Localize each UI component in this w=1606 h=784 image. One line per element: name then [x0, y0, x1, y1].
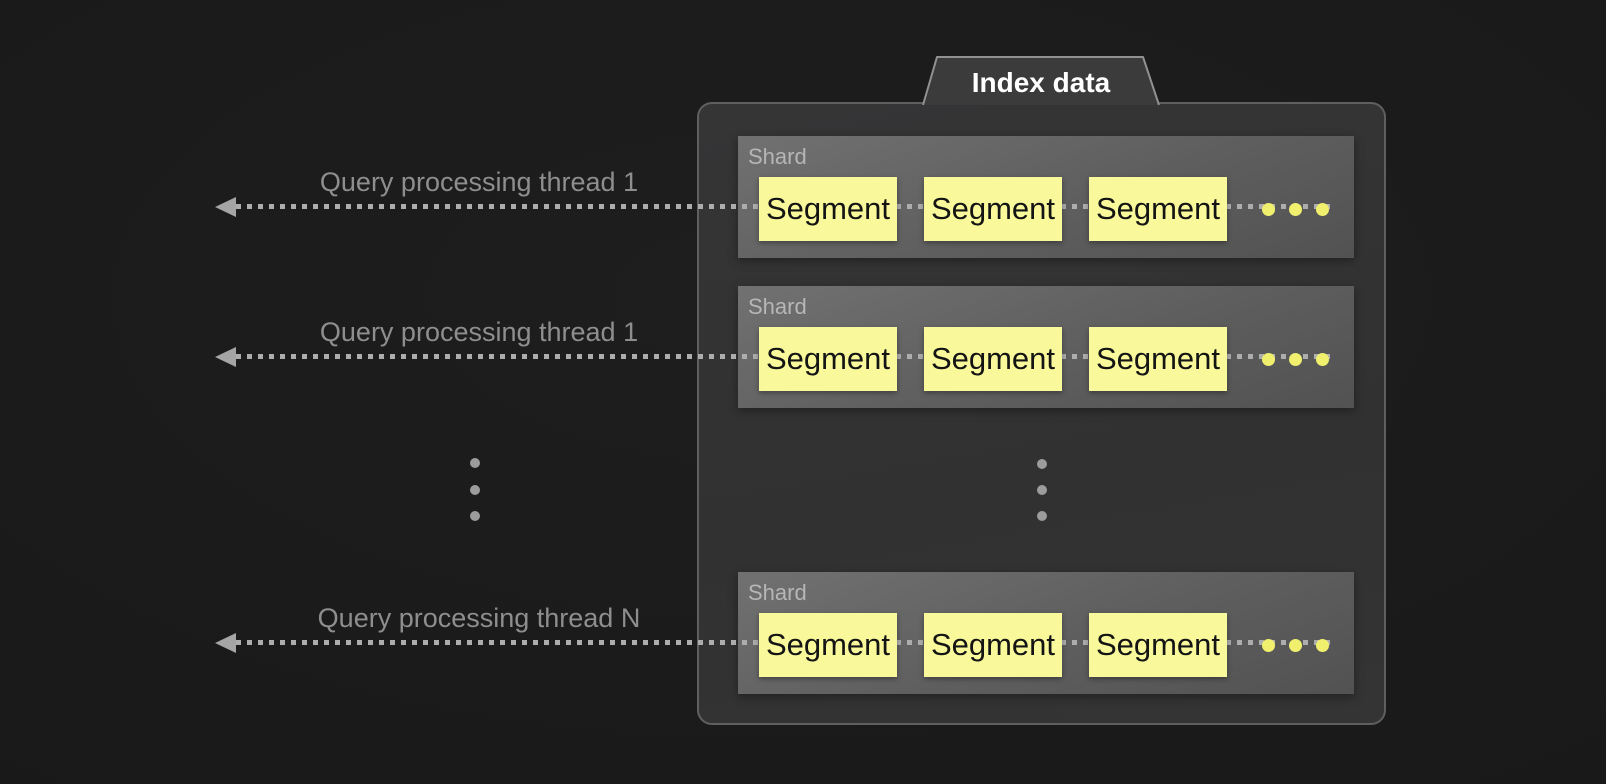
more-segments-dot-icon: [1289, 353, 1302, 366]
thread-label-1: Query processing thread 1: [319, 167, 639, 197]
more-segments-dot-icon: [1289, 639, 1302, 652]
shard-row-2: Shard Segment Segment Segment: [738, 286, 1354, 408]
more-segments-dot-icon: [1262, 639, 1275, 652]
more-threads-dot-icon: [470, 511, 480, 521]
segment-box: Segment: [759, 613, 897, 677]
more-shards-dot-icon: [1037, 485, 1047, 495]
thread-label-n: Query processing thread N: [317, 603, 641, 633]
shard-label: Shard: [748, 294, 807, 319]
more-segments-dot-icon: [1316, 639, 1329, 652]
segment-box: Segment: [924, 613, 1062, 677]
more-segments-dot-icon: [1262, 353, 1275, 366]
more-segments-dot-icon: [1316, 353, 1329, 366]
more-shards-dot-icon: [1037, 459, 1047, 469]
shard-label: Shard: [748, 144, 807, 169]
more-threads-dot-icon: [470, 485, 480, 495]
more-segments-dot-icon: [1316, 203, 1329, 216]
shard-row-1: Shard Segment Segment Segment: [738, 136, 1354, 258]
segment-box: Segment: [1089, 613, 1227, 677]
segment-box: Segment: [759, 327, 897, 391]
more-shards-dot-icon: [1037, 511, 1047, 521]
segment-box: Segment: [1089, 327, 1227, 391]
shard-row-n: Shard Segment Segment Segment: [738, 572, 1354, 694]
segment-box: Segment: [924, 327, 1062, 391]
panel-tab: Index data: [922, 55, 1160, 105]
tab-shape: [922, 56, 1160, 105]
segment-box: Segment: [1089, 177, 1227, 241]
thread-label-2: Query processing thread 1: [319, 317, 639, 347]
more-threads-dot-icon: [470, 458, 480, 468]
arrow-head-icon: [215, 197, 236, 217]
more-segments-dot-icon: [1289, 203, 1302, 216]
arrow-head-icon: [215, 633, 236, 653]
more-segments-dot-icon: [1262, 203, 1275, 216]
segment-box: Segment: [759, 177, 897, 241]
tab-label: Index data: [971, 67, 1111, 98]
segment-box: Segment: [924, 177, 1062, 241]
index-data-panel: Shard Segment Segment Segment Shard Segm…: [697, 102, 1386, 725]
arrow-head-icon: [215, 347, 236, 367]
shard-label: Shard: [748, 580, 807, 605]
